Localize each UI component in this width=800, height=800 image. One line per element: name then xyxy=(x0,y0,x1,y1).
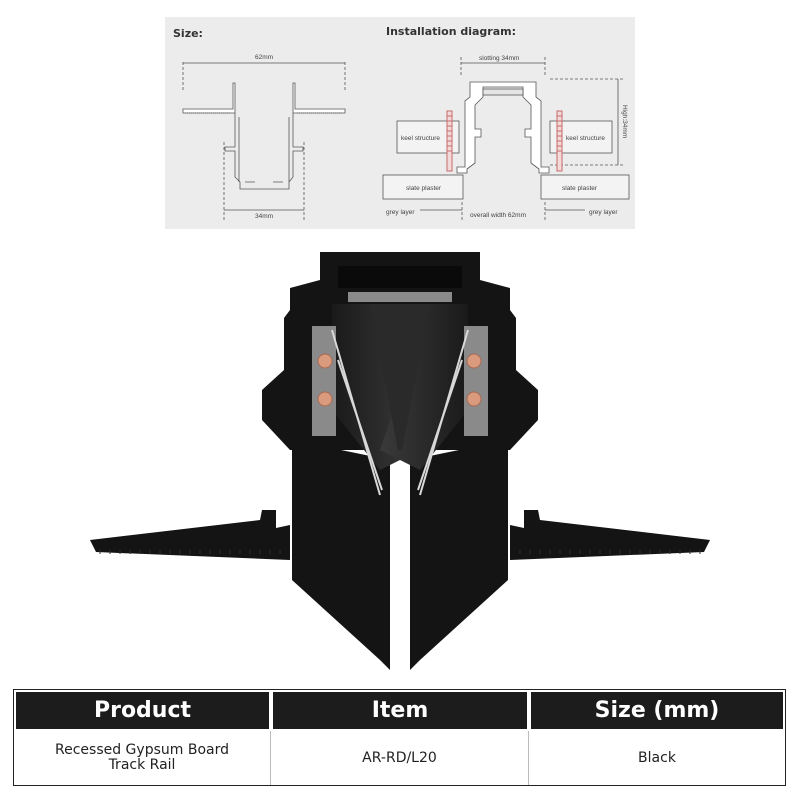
slotting-label: slotting 34mm xyxy=(479,55,519,62)
plaster-left-label: slate plaster xyxy=(406,185,442,192)
top-slot xyxy=(338,266,462,288)
grey-right-label: grey layer xyxy=(589,209,618,216)
header-product: Product xyxy=(14,690,271,731)
track-rail-product-image xyxy=(90,252,710,670)
keel-left-label: keel structure xyxy=(401,135,440,142)
product-name-line2: Track Rail xyxy=(108,757,176,773)
insulator-left xyxy=(312,326,336,436)
height-label: High:34mm xyxy=(621,105,628,138)
size-profile-drawing xyxy=(182,62,346,222)
plaster-right-label: slate plaster xyxy=(562,185,598,192)
item-cell: AR-RD/L20 xyxy=(271,731,529,785)
installation-heading: Installation diagram: xyxy=(386,25,517,38)
dim-62mm-label: 62mm xyxy=(255,54,273,61)
product-cell: Recessed Gypsum Board Track Rail xyxy=(14,731,271,785)
keel-right-label: keel structure xyxy=(566,135,605,142)
grey-left-label: grey layer xyxy=(386,209,415,216)
header-item: Item xyxy=(271,690,529,731)
insulator-right xyxy=(464,326,488,436)
table-row: Recessed Gypsum Board Track Rail AR-RD/L… xyxy=(14,731,785,785)
conductor-strips xyxy=(331,329,469,496)
screw-right xyxy=(556,110,563,172)
spec-table: Product Item Size (mm) Recessed Gypsum B… xyxy=(13,689,786,786)
flange-teeth xyxy=(99,550,701,554)
size-heading: Size: xyxy=(173,27,203,40)
top-insulator xyxy=(348,292,452,302)
product-name-line1: Recessed Gypsum Board xyxy=(55,742,229,759)
screw-left xyxy=(446,110,453,172)
size-cell: Black xyxy=(638,749,676,766)
copper-contacts xyxy=(317,353,482,407)
header-size: Size (mm) xyxy=(529,690,785,731)
dimension-diagram-panel: Size: Installation diagram: 62mm 34mm xyxy=(165,17,635,229)
overall-width-label: overall width 62mm xyxy=(470,212,526,219)
dim-34mm-label: 34mm xyxy=(255,213,273,220)
technical-drawing: 62mm 34mm xyxy=(182,54,630,222)
table-header-row: Product Item Size (mm) xyxy=(14,690,785,731)
